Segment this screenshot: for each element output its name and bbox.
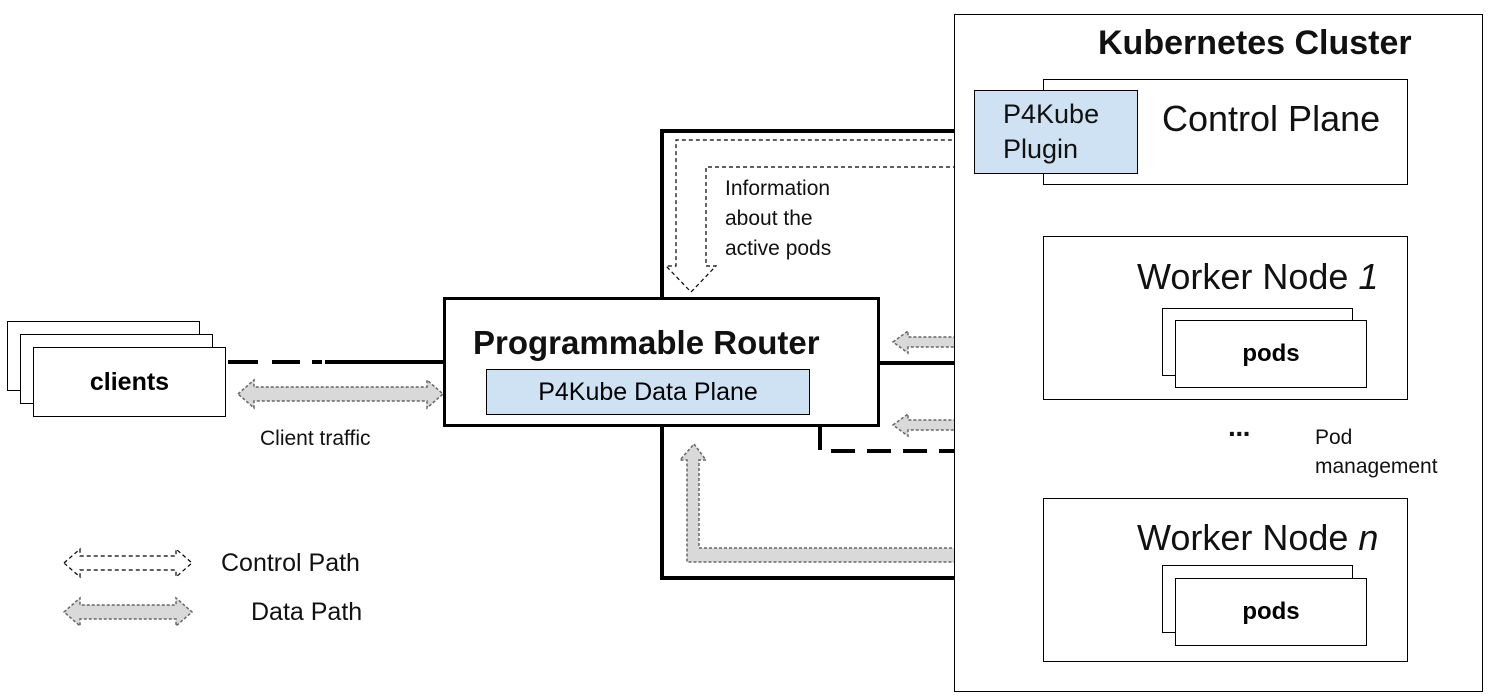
- worker-node-n-index: n: [1358, 517, 1379, 558]
- control-arrow-active-pods: [664, 139, 966, 293]
- worker-node-n-label: Worker Node n: [1137, 517, 1378, 559]
- control-plane-label: Control Plane: [1162, 98, 1381, 139]
- worker-node-n-pods-label: pods: [1242, 598, 1300, 625]
- programmable-router-title: Programmable Router: [473, 324, 820, 361]
- legend-data-path-label: Data Path: [251, 598, 363, 626]
- clients-label: clients: [89, 367, 170, 396]
- more-workers-ellipsis: ···: [1228, 418, 1252, 449]
- pod-management-label-line1: Pod: [1315, 426, 1353, 449]
- p4kube-plugin-line1: P4Kube: [1003, 99, 1100, 129]
- p4kube-plugin-line2: Plugin: [1003, 134, 1079, 164]
- legend-control-path-icon: [63, 547, 193, 579]
- pod-management-label-line2: management: [1315, 455, 1438, 478]
- legend-control-path-label: Control Path: [221, 549, 360, 577]
- worker-node-n-pods: pods: [1175, 578, 1367, 646]
- worker-node-1-pods: pods: [1175, 320, 1367, 388]
- legend-data-path-icon: [62, 596, 194, 628]
- client-traffic-arrow: [236, 378, 445, 410]
- router-control-link: [660, 129, 975, 298]
- cluster-title: Kubernetes Cluster: [1098, 24, 1412, 62]
- router-workers-dashed-link: [818, 426, 1040, 453]
- client-traffic-label: Client traffic: [260, 427, 371, 450]
- worker-node-n-text: Worker Node: [1137, 517, 1359, 558]
- router-workern-link: [660, 426, 1043, 580]
- worker-node-1-index: 1: [1358, 256, 1379, 297]
- active-pods-info-line1: Information: [725, 177, 831, 200]
- p4kube-plugin-box: [974, 90, 1138, 174]
- worker-node-1-label: Worker Node 1: [1137, 256, 1378, 298]
- p4kube-data-plane-label: P4Kube Data Plane: [538, 377, 758, 406]
- p4kube-data-plane-box: P4Kube Data Plane: [486, 369, 810, 415]
- active-pods-info-line2: about the: [725, 207, 813, 230]
- clients-box: clients: [33, 347, 226, 417]
- worker-node-1-pods-label: pods: [1242, 340, 1300, 367]
- worker-node-1-text: Worker Node: [1137, 256, 1359, 297]
- active-pods-info-line3: active pods: [725, 237, 832, 260]
